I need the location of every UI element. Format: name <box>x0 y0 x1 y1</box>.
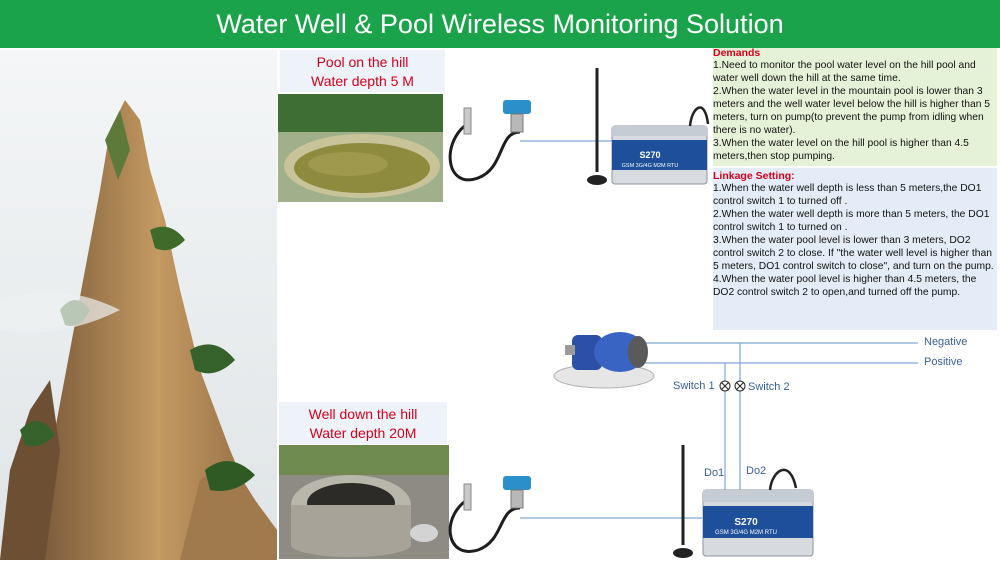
well-rtu-model: S270 <box>734 517 758 528</box>
switch2-label: Switch 2 <box>748 381 790 393</box>
linkage-heading: Linkage Setting: <box>713 170 795 182</box>
well-caption-depth: Water depth 20M <box>309 425 417 441</box>
pool-rtu-model: S270 <box>639 150 660 160</box>
switch1-symbol <box>719 380 731 392</box>
switch2-symbol <box>734 380 746 392</box>
well-rtu-subtitle: GSM 3G/4G M2M RTU <box>715 530 777 536</box>
page-title: Water Well & Pool Wireless Monitoring So… <box>216 9 784 39</box>
linkage-text: 1.When the water well depth is less than… <box>713 183 994 298</box>
pool-level-sensor <box>448 100 531 182</box>
well-caption-title: Well down the hill <box>308 406 418 422</box>
pool-caption-depth: Water depth 5 M <box>311 73 414 89</box>
well-photo <box>279 445 449 559</box>
linkage-panel: Linkage Setting: 1.When the water well d… <box>713 168 997 330</box>
pool-photo <box>278 94 443 202</box>
positive-label: Positive <box>924 356 963 368</box>
pool-caption: Pool on the hill Water depth 5 M <box>280 50 445 92</box>
well-caption: Well down the hill Water depth 20M <box>279 402 447 444</box>
do1-label: Do1 <box>704 467 725 479</box>
well-rtu-device <box>673 445 814 558</box>
pool-caption-title: Pool on the hill <box>316 54 409 70</box>
well-level-sensor <box>448 476 531 553</box>
demands-heading: Demands <box>713 47 761 59</box>
pool-rtu-subtitle: GSM 3G/4G M2M RTU <box>622 163 679 169</box>
switch1-label: Switch 1 <box>673 380 715 392</box>
demands-text: 1.Need to monitor the pool water level o… <box>713 60 991 162</box>
water-pump <box>553 332 655 389</box>
pool-rtu-device <box>587 68 710 185</box>
title-banner <box>0 0 1000 48</box>
negative-label: Negative <box>924 336 968 348</box>
do2-label: Do2 <box>746 465 767 477</box>
mountain-photo <box>0 50 277 560</box>
demands-panel: Demands 1.Need to monitor the pool water… <box>713 48 997 166</box>
